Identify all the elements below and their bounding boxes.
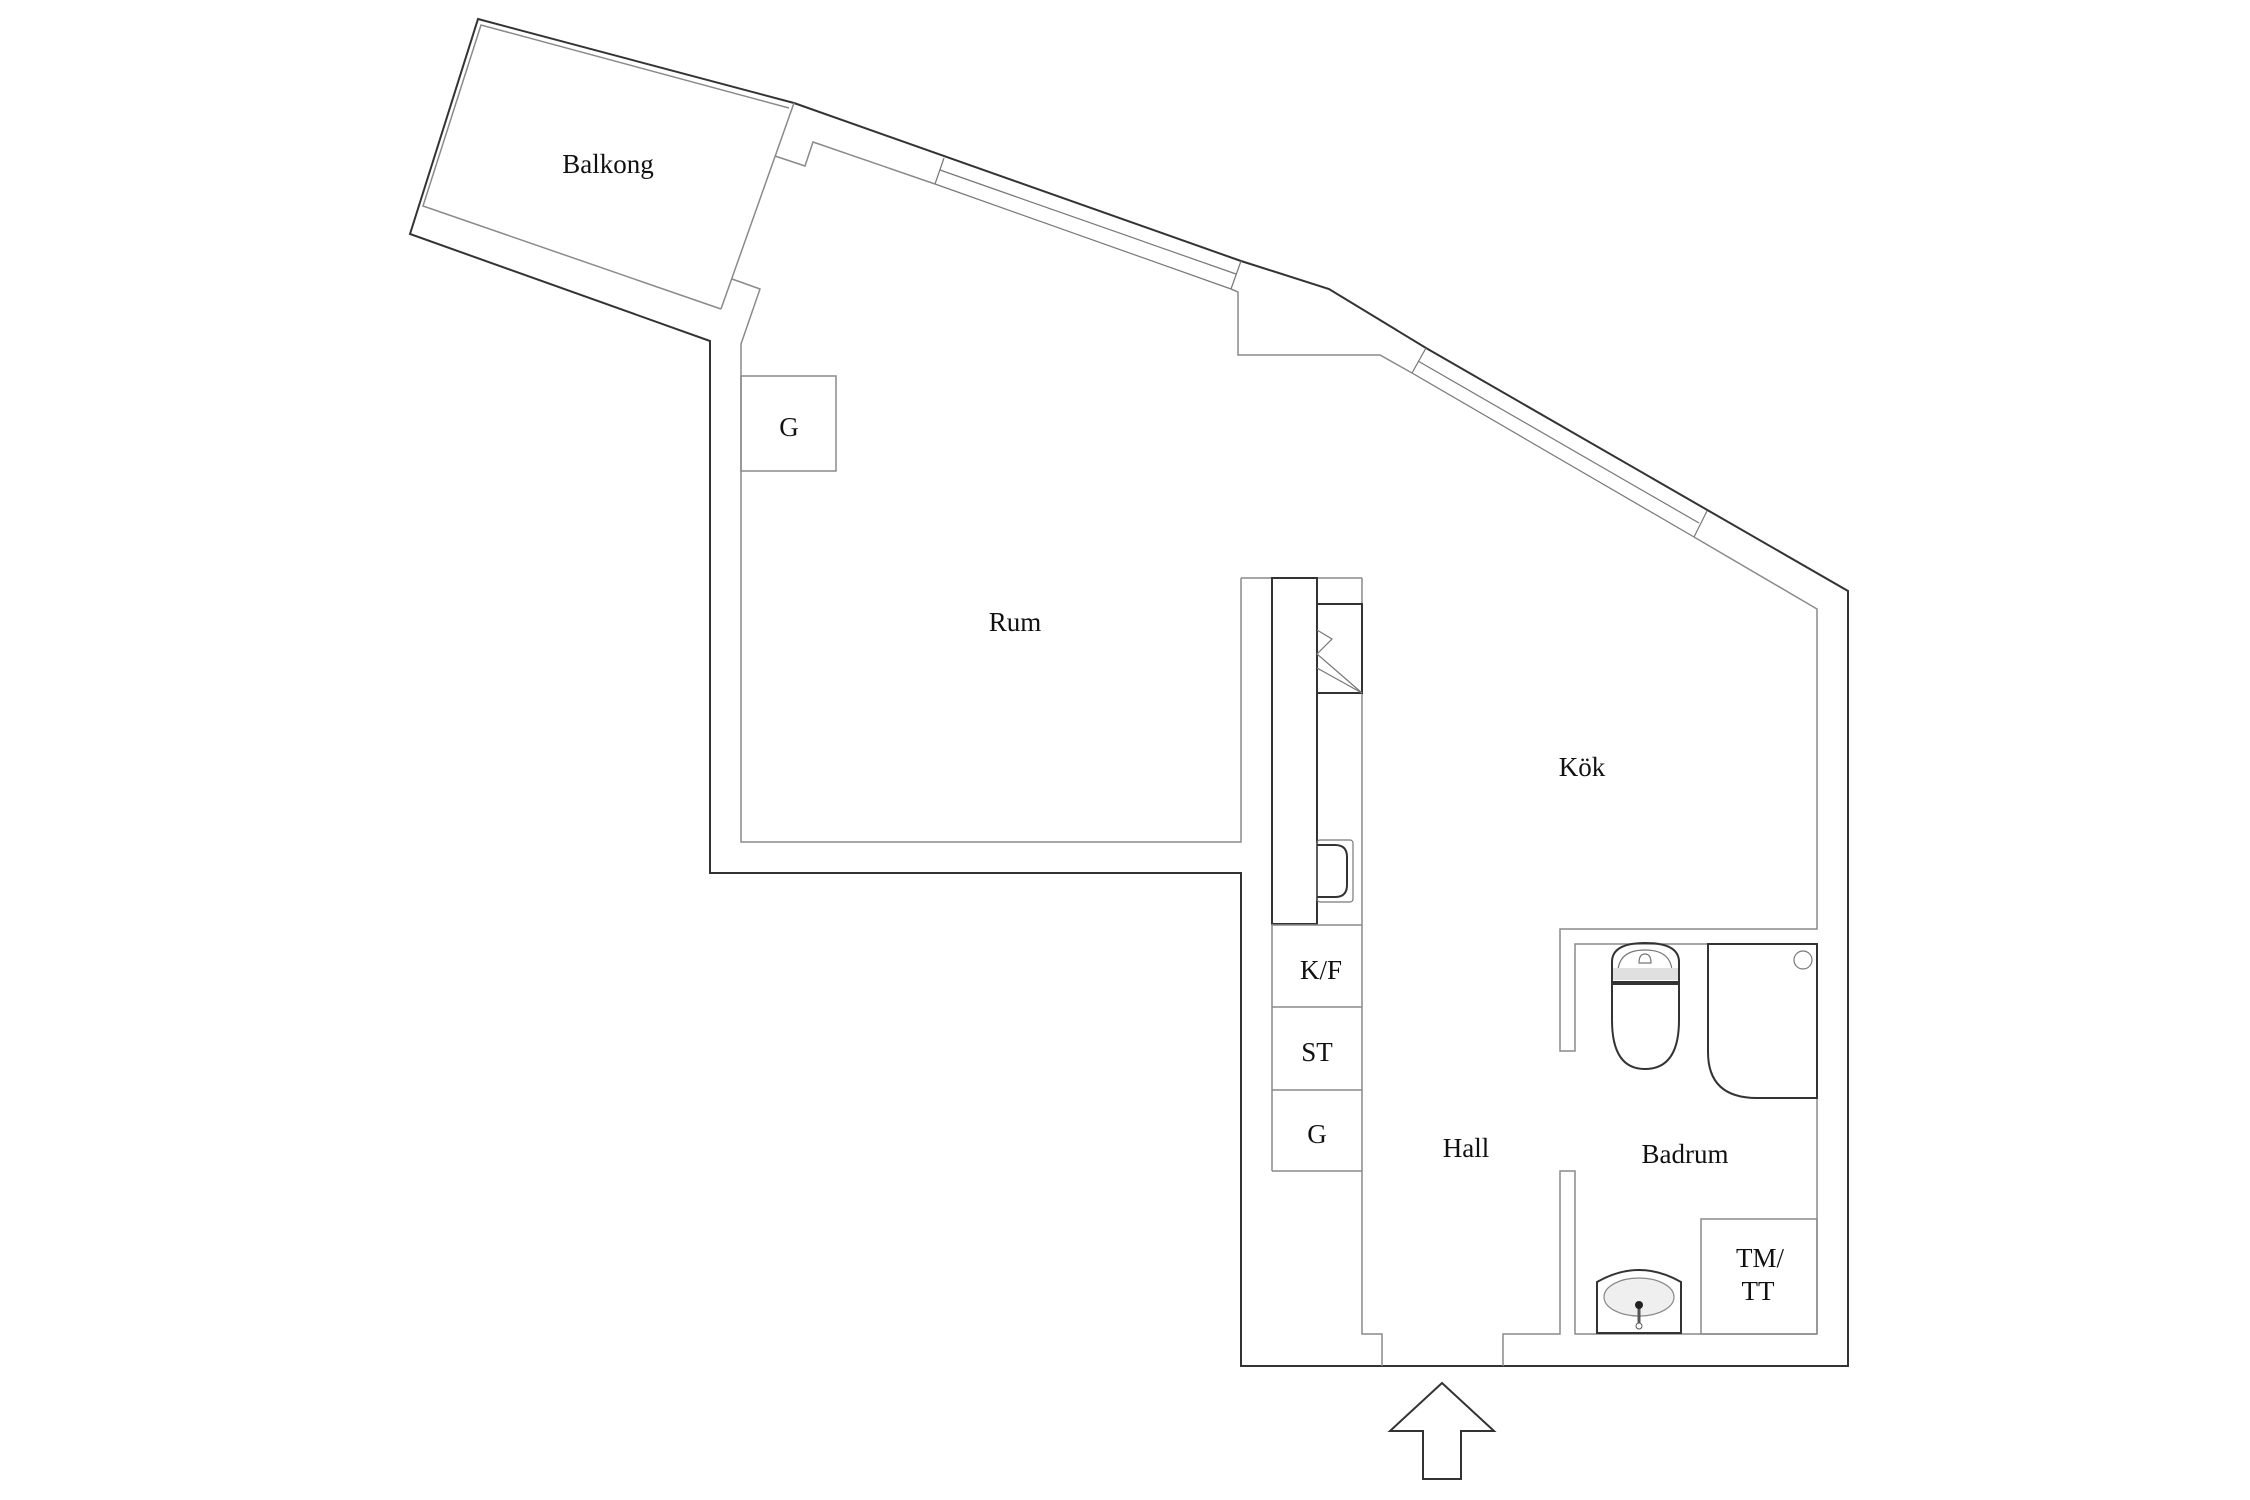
stove-icon [1316, 603, 1363, 694]
fixture-label-storage: ST [1301, 1037, 1333, 1067]
shower-icon [1707, 943, 1818, 1099]
balcony-structure [422, 24, 795, 310]
washbasin-icon [1596, 1269, 1682, 1334]
hall-walls [1361, 1170, 1817, 1366]
room-label-hall: Hall [1443, 1133, 1490, 1163]
washer-dryer-box [1700, 1218, 1818, 1335]
room-label-balkong: Balkong [562, 149, 654, 179]
room-label-badrum: Badrum [1642, 1139, 1729, 1169]
room-label-kok: Kök [1559, 752, 1606, 782]
fixture-label-washer-line1: TM/ [1736, 1243, 1785, 1273]
toilet-icon [1611, 941, 1680, 1071]
kitchen-sink-icon [1316, 839, 1354, 903]
rum-walls [731, 141, 1242, 843]
fixture-label-wardrobe-rum: G [779, 412, 799, 442]
fixture-label-washer-line2: TT [1742, 1276, 1775, 1306]
entrance-arrow-icon [1387, 1381, 1497, 1480]
kitchen-counter [1241, 577, 1363, 1172]
fixture-label-fridge-freezer: K/F [1300, 955, 1342, 985]
fixture-label-wardrobe-hall: G [1307, 1119, 1327, 1149]
kitchen-walls [1230, 288, 1818, 1334]
room-label-rum: Rum [989, 607, 1042, 637]
outer-walls [408, 17, 1849, 1367]
